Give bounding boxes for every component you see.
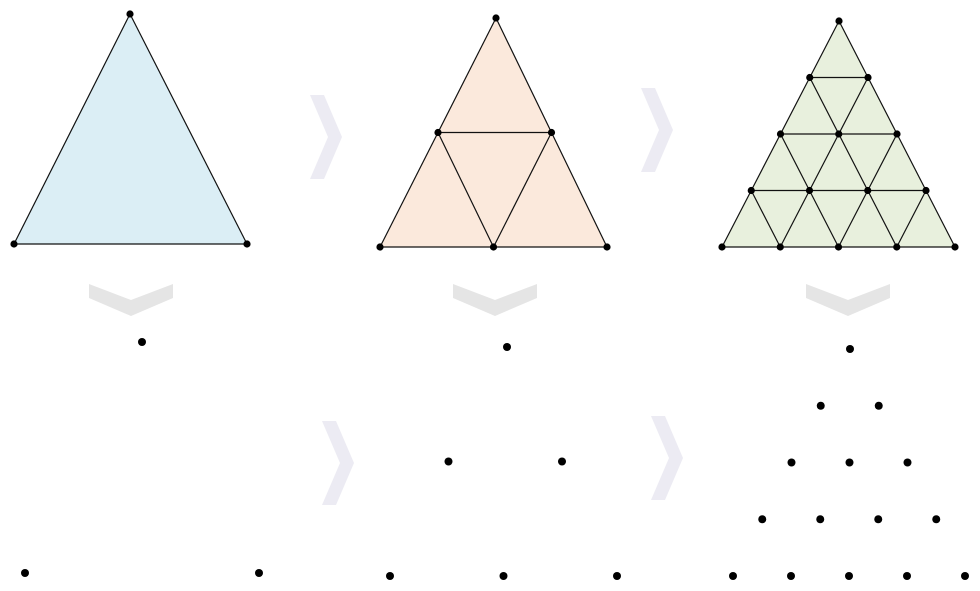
mesh-vertex xyxy=(922,186,930,195)
mesh-edge xyxy=(492,132,553,248)
mesh-edge xyxy=(379,132,439,248)
mesh-vertex xyxy=(893,243,901,251)
sample-point xyxy=(613,572,621,580)
triangle-fill xyxy=(14,14,247,244)
sample-point xyxy=(729,572,737,580)
mesh-edge xyxy=(437,132,495,248)
chevron-down-icon xyxy=(806,284,890,316)
chevron-right-icon xyxy=(651,416,683,500)
sample-point xyxy=(255,569,263,577)
mesh-edge xyxy=(809,77,840,135)
mesh-edge xyxy=(838,77,869,135)
sample-point xyxy=(932,515,941,524)
mesh-edge xyxy=(779,190,811,248)
sample-point xyxy=(903,458,912,467)
sample-point xyxy=(444,457,453,466)
mesh-edge xyxy=(750,190,781,248)
mesh-vertex xyxy=(489,243,498,251)
point-set-stage-3 xyxy=(729,345,969,580)
chevron-right-icon xyxy=(322,421,354,505)
mesh-vertex xyxy=(805,186,814,195)
mesh-edge xyxy=(838,20,869,78)
mesh-vertex xyxy=(434,128,442,137)
sample-point xyxy=(21,569,29,577)
point-sets xyxy=(21,338,969,580)
mesh-vertex xyxy=(603,243,611,251)
sample-point xyxy=(558,457,566,466)
mesh-vertex xyxy=(835,17,843,25)
sample-point xyxy=(846,345,854,353)
mesh-vertex xyxy=(776,243,784,251)
mesh-edge xyxy=(550,132,608,248)
mesh-stage-1 xyxy=(10,10,251,248)
sample-point xyxy=(138,338,146,346)
chevron-right-icon xyxy=(310,95,342,179)
sample-point xyxy=(903,572,911,580)
sample-point xyxy=(816,515,825,524)
mesh-vertex xyxy=(834,243,843,251)
mesh-edge xyxy=(867,133,898,191)
mesh-vertex xyxy=(835,130,843,138)
triangle-meshes xyxy=(10,10,959,251)
mesh-vertex xyxy=(547,128,556,137)
mesh-vertex xyxy=(243,240,251,248)
sample-point xyxy=(816,401,825,410)
sample-point xyxy=(845,458,854,467)
point-set-stage-2 xyxy=(386,343,621,580)
mesh-stage-2 xyxy=(376,14,611,251)
mesh-stage-3 xyxy=(718,17,959,251)
sample-point xyxy=(386,572,394,580)
sample-point xyxy=(787,572,795,580)
mesh-edge xyxy=(779,77,811,135)
mesh-edge xyxy=(495,17,553,133)
mesh-vertex xyxy=(806,73,814,82)
sample-point xyxy=(787,458,796,467)
mesh-edge xyxy=(437,17,497,133)
mesh-edge xyxy=(13,13,131,245)
mesh-edge xyxy=(896,133,927,191)
mesh-vertex xyxy=(492,14,500,22)
mesh-edge xyxy=(867,190,898,248)
mesh-edge xyxy=(779,133,811,191)
sample-point xyxy=(758,515,767,524)
mesh-vertex xyxy=(951,243,959,251)
mesh-vertex xyxy=(864,186,872,195)
mesh-edge xyxy=(867,77,898,135)
mesh-edge xyxy=(809,20,840,78)
mesh-vertex xyxy=(864,73,872,82)
sample-point xyxy=(874,515,883,524)
sample-point xyxy=(874,401,883,410)
sample-point xyxy=(499,572,508,580)
point-set-stage-1 xyxy=(21,338,263,577)
sample-point xyxy=(845,572,853,580)
mesh-edge xyxy=(721,190,752,248)
mesh-edge xyxy=(925,190,956,248)
mesh-edge xyxy=(838,133,869,191)
mesh-edge xyxy=(808,133,840,191)
mesh-edge xyxy=(129,13,248,245)
mesh-edge xyxy=(837,190,869,248)
chevron-down-icon xyxy=(453,284,537,316)
mesh-edge xyxy=(896,190,927,248)
mesh-vertex xyxy=(126,10,134,18)
mesh-vertex xyxy=(10,240,18,248)
chevron-down-icon xyxy=(89,284,173,316)
chevron-right-icon xyxy=(641,88,673,172)
mesh-vertex xyxy=(893,130,901,138)
sample-point xyxy=(961,572,969,580)
mesh-vertex xyxy=(376,243,384,251)
mesh-vertex xyxy=(747,186,755,195)
sample-point xyxy=(503,343,511,351)
mesh-vertex xyxy=(718,243,726,251)
arrows xyxy=(89,88,890,505)
mesh-edge xyxy=(750,133,782,191)
mesh-edge xyxy=(808,190,840,248)
mesh-vertex xyxy=(776,130,785,138)
